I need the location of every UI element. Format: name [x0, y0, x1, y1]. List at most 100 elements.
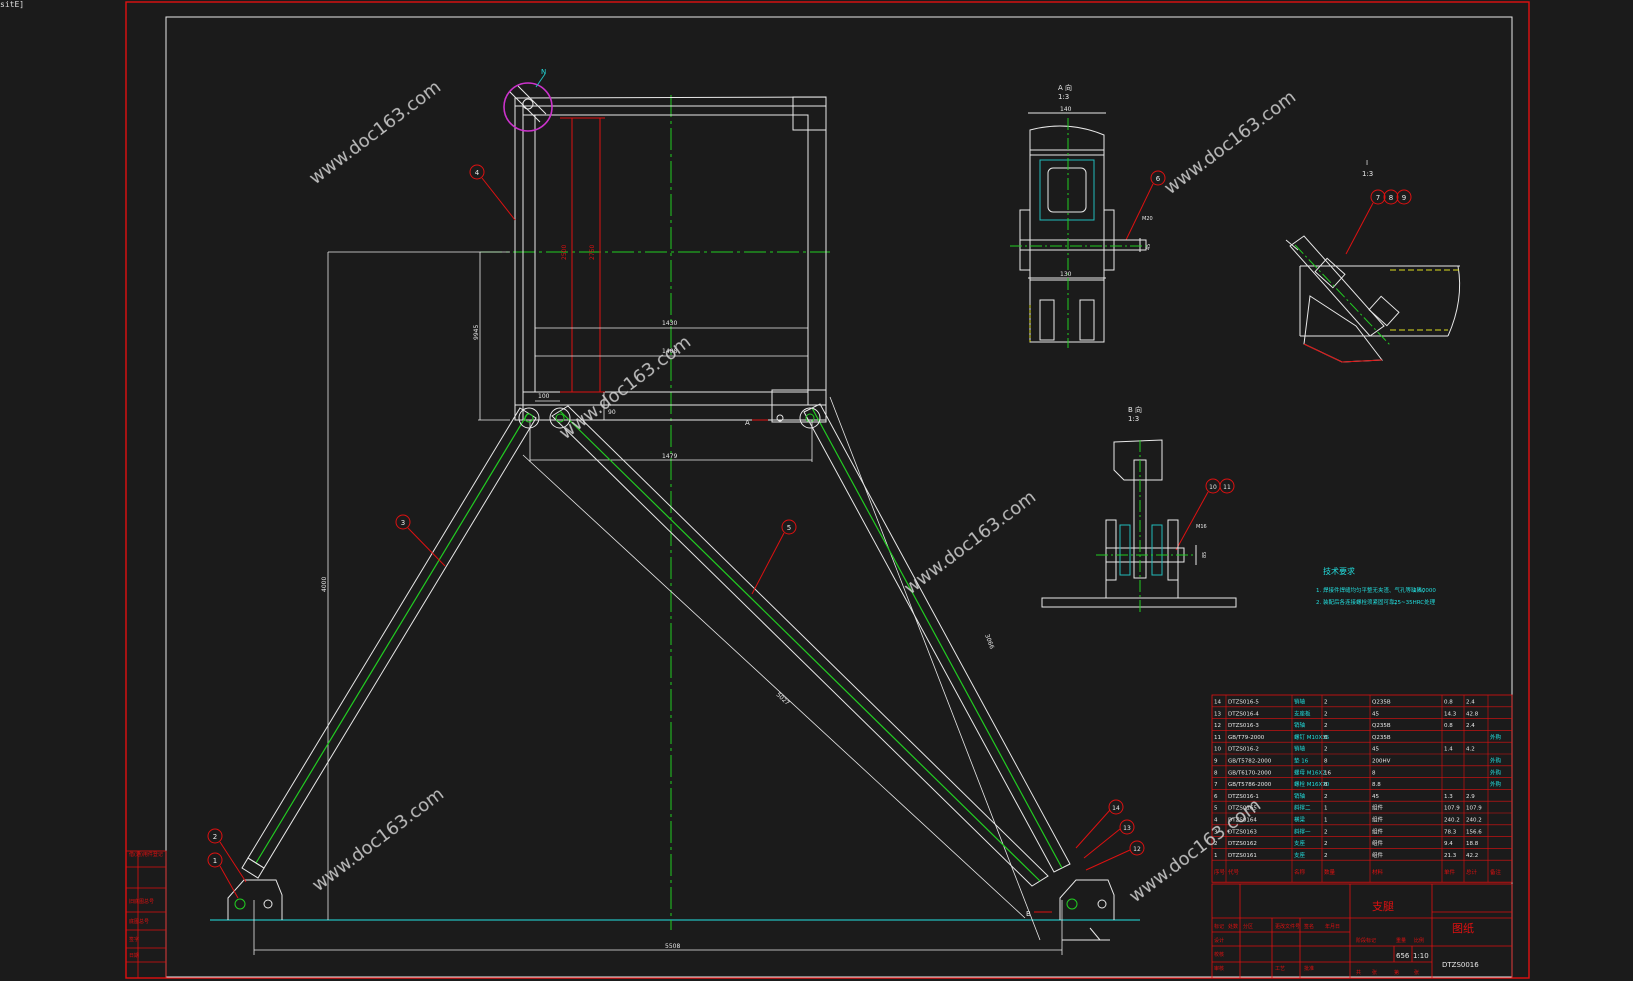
bom-cell-code: GB/T79-2000	[1228, 735, 1265, 741]
balloon-2[interactable]	[207, 828, 223, 844]
bom-cell-w2: 2.4	[1466, 723, 1475, 729]
bom-cell-mat: 组件	[1372, 816, 1384, 824]
bom-cell-name: 支座	[1294, 839, 1306, 847]
sign-label-0: 设计	[1214, 937, 1224, 944]
bom-cell-qty: 6	[1324, 735, 1328, 741]
bom-cell-w2: 42.2	[1466, 853, 1478, 859]
dim-2750: 2750	[589, 245, 596, 260]
stage-label-0: 阶段标记	[1356, 937, 1376, 944]
balloon-4[interactable]	[469, 164, 485, 180]
balloon-7[interactable]	[1370, 189, 1386, 205]
balloon-14[interactable]	[1108, 799, 1124, 815]
view-a-dim-140: 140	[1060, 106, 1072, 113]
notes-title: 技术要求	[1323, 566, 1355, 576]
middle-brace[interactable]	[551, 405, 1049, 887]
title-block[interactable]: 支腿 图纸 DTZS0016 656 1:10 标记 处数 分区 更改文件号 签…	[1211, 883, 1513, 979]
balloon-8[interactable]	[1383, 189, 1399, 205]
detail-i-scale: 1:3	[1362, 170, 1373, 178]
bom-cell-w1: 107.9	[1444, 806, 1460, 812]
bom-cell-rem: 外购	[1490, 768, 1502, 776]
dim-5027: 5027	[775, 691, 791, 707]
balloon-13[interactable]	[1119, 819, 1135, 835]
bom-cell-name: 斜撑二	[1294, 804, 1311, 812]
sidebar-label-1: 旧底图总号	[129, 898, 154, 905]
balloon-6-label: 6	[1156, 175, 1161, 183]
bom-cell-mat: Q235B	[1372, 723, 1391, 729]
watermark-6: www.doc163.com	[1125, 794, 1265, 907]
sheet-label-0: 共	[1356, 969, 1361, 976]
right-support[interactable]	[1059, 879, 1115, 941]
bom-cell-qty: 16	[1324, 770, 1331, 776]
balloon-11[interactable]	[1219, 478, 1235, 494]
balloon-1[interactable]	[207, 852, 223, 868]
bom-header-no: 序号	[1214, 868, 1226, 876]
bom-cell-no: 4	[1214, 818, 1218, 824]
watermark-4: www.doc163.com	[1160, 86, 1300, 199]
bom-cell-no: 9	[1214, 759, 1218, 765]
sheet-label-3: 张	[1414, 969, 1419, 976]
bom-cell-mat: 组件	[1372, 804, 1384, 812]
part-balloons[interactable]	[207, 164, 1412, 899]
balloon-12[interactable]	[1129, 840, 1145, 856]
bom-cell-name: 销轴	[1294, 721, 1306, 729]
bom-cell-code: DTZS0165	[1228, 806, 1257, 812]
bom-cell-qty: 1	[1324, 818, 1328, 824]
red-height-dims	[560, 117, 605, 393]
watermark-5: www.doc163.com	[308, 783, 448, 896]
bom-header-rem: 备注	[1490, 868, 1502, 876]
view-a-scale: 1:3	[1058, 93, 1069, 101]
bom-cell-qty: 2	[1324, 794, 1328, 800]
dim-90: 90	[608, 409, 616, 416]
detail-i-marker[interactable]	[503, 82, 553, 132]
balloon-3[interactable]	[395, 514, 411, 530]
balloon-9[interactable]	[1396, 189, 1412, 205]
right-brace[interactable]	[803, 403, 1071, 873]
balloon-11-label: 11	[1223, 484, 1231, 491]
sign-label-3: 工艺	[1275, 966, 1285, 972]
view-a-detail[interactable]: A 向 1:3 140 130 M20 45	[1010, 83, 1153, 348]
bom-cell-code: DTZS0161	[1228, 853, 1257, 859]
balloon-5[interactable]	[781, 519, 797, 535]
balloon-6[interactable]	[1150, 170, 1166, 186]
sign-label-4: 批准	[1304, 965, 1314, 972]
bom-cell-code: DTZS0164	[1228, 818, 1257, 824]
dim-9945: 9945	[473, 325, 480, 340]
left-support[interactable]	[227, 879, 283, 920]
watermarks: www.doc163.com www.doc163.com www.doc163…	[305, 76, 1300, 907]
bom-cell-qty: 2	[1324, 700, 1328, 706]
balloon-5-label: 5	[787, 524, 791, 532]
bom-cell-w2: 107.9	[1466, 806, 1482, 812]
balloon-1-label: 1	[213, 857, 217, 865]
detail-i-view[interactable]: Ⅰ 1:3	[1285, 159, 1461, 363]
sidebar-label-4: 日期	[129, 953, 139, 959]
bom-cell-code: GB/T5782-2000	[1228, 759, 1272, 765]
bom-cell-no: 11	[1214, 735, 1221, 741]
bom-cell-qty: 1	[1324, 806, 1328, 812]
bom-cell-w2: 156.6	[1466, 829, 1482, 835]
balloon-9-label: 9	[1402, 194, 1406, 202]
notes-line1-tail: 1:50000	[1413, 588, 1436, 594]
inner-frame	[165, 16, 1513, 978]
view-a-arrow-label: A	[745, 419, 750, 427]
bom-cell-w1: 1.3	[1444, 794, 1453, 800]
dim-100: 100	[538, 393, 550, 400]
view-b-title: B 向	[1128, 405, 1142, 414]
left-brace[interactable]	[241, 407, 537, 879]
drawing-code: DTZS0016	[1442, 961, 1479, 969]
dim-3066: 3066	[983, 633, 995, 650]
dim-1430: 1430	[662, 320, 677, 327]
sign-label-2: 审核	[1214, 965, 1224, 972]
bom-cell-w2: 240.2	[1466, 818, 1482, 824]
bom-cell-name: 横梁	[1294, 816, 1306, 824]
view-b-detail[interactable]: B 向 1:3 M16 85	[1041, 405, 1237, 612]
bom-cell-w2: 18.8	[1466, 841, 1479, 847]
bom-cell-w2: 2.9	[1466, 794, 1475, 800]
bom-cell-name: 螺母 M16X2	[1294, 768, 1326, 776]
main-elevation-view[interactable]: 2500 2750 N	[210, 68, 1140, 955]
outer-frame	[125, 1, 1530, 979]
